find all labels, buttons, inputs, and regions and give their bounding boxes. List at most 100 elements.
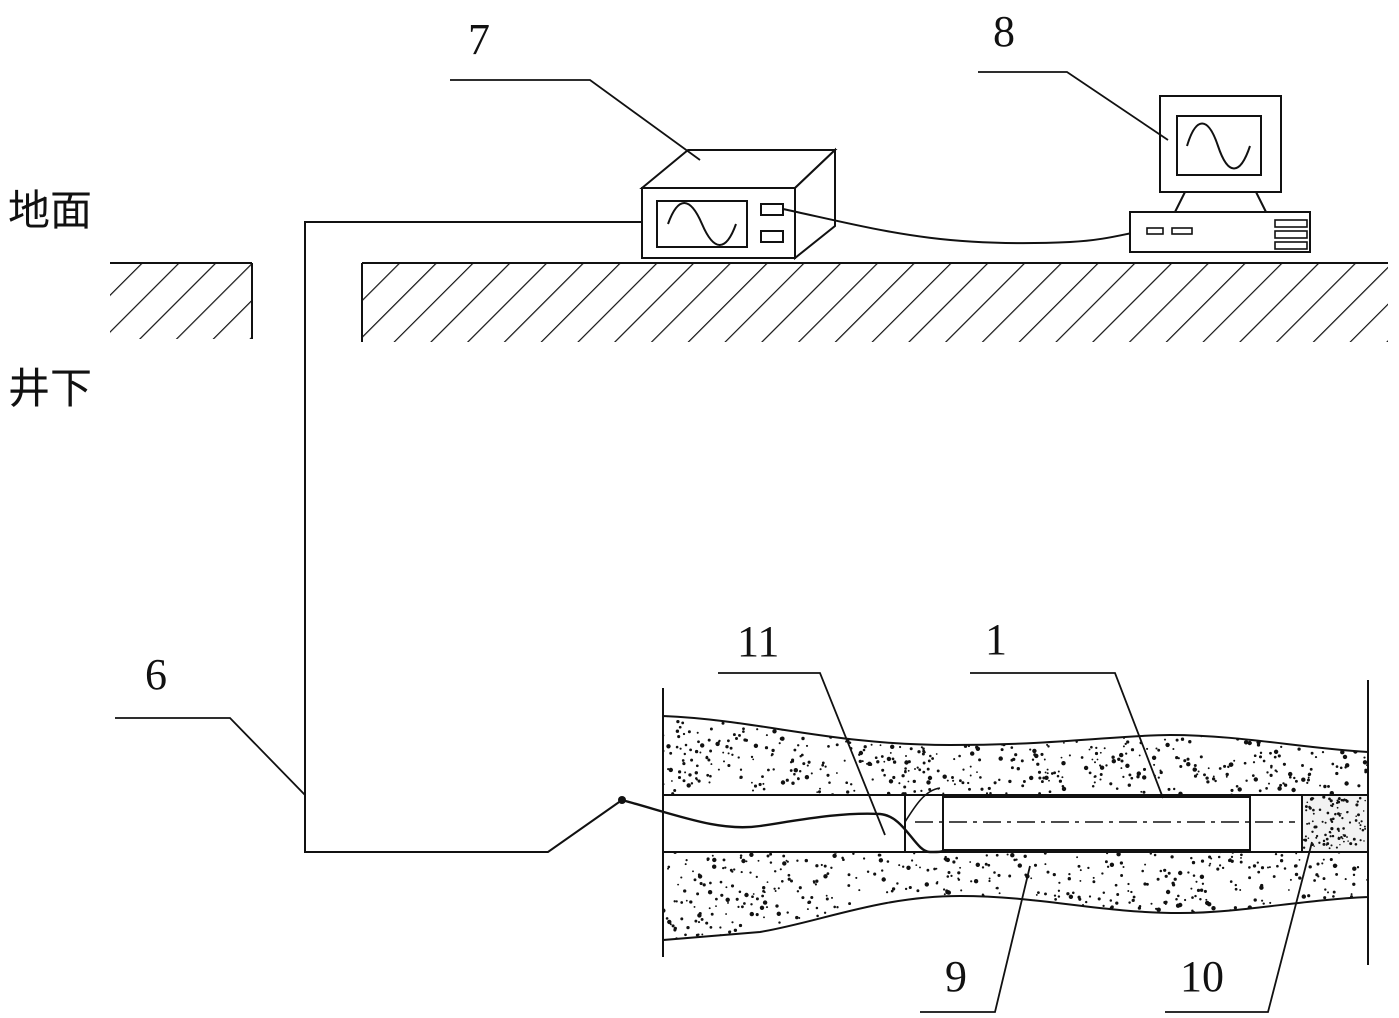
rock-speckle — [1273, 875, 1276, 878]
rock-speckle — [881, 769, 884, 772]
rock-speckle — [725, 745, 728, 748]
rock-speckle — [995, 740, 998, 743]
rock-speckle — [1205, 899, 1207, 901]
rock-speckle — [761, 895, 764, 898]
rock-speckle — [1340, 922, 1343, 925]
rock-speckle — [1235, 888, 1238, 891]
rock-speckle — [790, 761, 792, 763]
rock-speckle — [1078, 865, 1081, 868]
rock-speckle — [1120, 767, 1122, 769]
rock-speckle — [999, 721, 1002, 724]
sensor-lead — [622, 800, 945, 852]
rock-speckle — [1261, 900, 1263, 902]
rock-speckle — [1341, 714, 1344, 717]
grout-speckle — [1312, 820, 1314, 822]
rock-speckle — [891, 736, 893, 738]
rock-speckle — [1266, 771, 1268, 773]
rock-speckle — [1061, 761, 1065, 765]
rock-speckle — [1024, 933, 1026, 935]
rock-speckle — [1022, 939, 1024, 941]
rock-speckle — [821, 864, 823, 866]
rock-speckle — [1295, 780, 1298, 783]
rock-speckle — [979, 939, 982, 942]
rock-speckle — [945, 889, 948, 892]
grout-speckle — [1322, 796, 1325, 799]
rock-speckle — [722, 867, 724, 869]
rock-speckle — [967, 782, 969, 784]
callout-10: 10 — [1180, 955, 1224, 999]
rock-speckle — [712, 865, 716, 869]
rock-speckle — [1184, 899, 1186, 901]
rock-speckle — [773, 888, 775, 890]
rock-speckle — [669, 752, 672, 755]
rock-speckle — [928, 759, 931, 762]
rock-speckle — [1094, 775, 1097, 778]
grout-speckle — [1315, 837, 1317, 839]
grout-speckle — [1338, 837, 1340, 839]
rock-speckle — [674, 900, 676, 902]
rock-speckle — [1274, 769, 1276, 771]
rock-speckle — [1311, 735, 1314, 738]
rock-speckle — [950, 875, 952, 877]
rock-speckle — [1058, 882, 1060, 884]
rock-speckle — [909, 886, 912, 889]
callout-7: 7 — [468, 18, 490, 62]
rock-speckle — [706, 756, 708, 758]
rock-speckle — [871, 940, 874, 943]
rock-speckle — [1125, 743, 1127, 745]
rock-speckle — [1110, 924, 1112, 926]
rock-speckle — [763, 900, 767, 904]
rock-speckle — [667, 768, 669, 770]
rock-speckle — [1025, 928, 1028, 931]
rock-speckle — [797, 777, 800, 780]
rock-speckle — [1313, 879, 1316, 882]
rock-speckle — [1268, 783, 1270, 785]
rock-speckle — [1084, 916, 1087, 919]
rock-speckle — [1200, 934, 1202, 936]
rock-speckle — [1044, 909, 1046, 911]
monitor-stand-left — [1175, 192, 1185, 212]
rock-speckle — [804, 923, 806, 925]
rock-speckle — [765, 746, 768, 749]
rock-speckle — [1319, 910, 1322, 913]
rock-speckle — [1148, 918, 1150, 920]
rock-speckle — [1037, 891, 1040, 894]
rock-speckle — [916, 889, 919, 892]
rock-speckle — [700, 743, 704, 747]
rock-speckle — [1131, 748, 1134, 751]
rock-speckle — [969, 861, 971, 863]
grout-speckle — [1313, 845, 1314, 846]
rock-speckle — [845, 923, 847, 925]
rock-speckle — [937, 769, 940, 772]
rock-speckle — [982, 893, 984, 895]
rock-speckle — [676, 900, 678, 902]
rock-speckle — [978, 940, 980, 942]
rock-speckle — [944, 893, 946, 895]
rock-speckle — [832, 854, 836, 858]
rock-speckle — [1143, 768, 1146, 771]
grout-speckle — [1330, 832, 1332, 834]
rock-speckle — [1119, 753, 1123, 757]
rock-speckle — [948, 920, 950, 922]
rock-speckle — [858, 716, 861, 719]
rock-speckle — [890, 745, 894, 749]
rock-speckle — [709, 750, 712, 753]
rock-speckle — [1061, 776, 1063, 778]
rock-speckle — [1219, 864, 1221, 866]
rock-speckle — [1103, 892, 1105, 894]
rock-speckle — [1164, 739, 1166, 741]
rock-speckle — [898, 864, 900, 866]
rock-speckle — [1077, 896, 1080, 899]
rock-speckle — [787, 911, 789, 913]
rock-speckle — [772, 768, 774, 770]
grout-speckle — [1357, 813, 1360, 816]
rock-speckle — [749, 871, 751, 873]
rock-speckle — [1155, 927, 1159, 931]
rock-speckle — [1280, 859, 1283, 862]
rock-speckle — [1082, 904, 1084, 906]
rock-speckle — [1071, 714, 1075, 718]
rock-speckle — [741, 859, 745, 863]
rock-speckle — [1076, 915, 1078, 917]
rock-speckle — [1137, 771, 1141, 775]
rock-speckle — [849, 734, 851, 736]
